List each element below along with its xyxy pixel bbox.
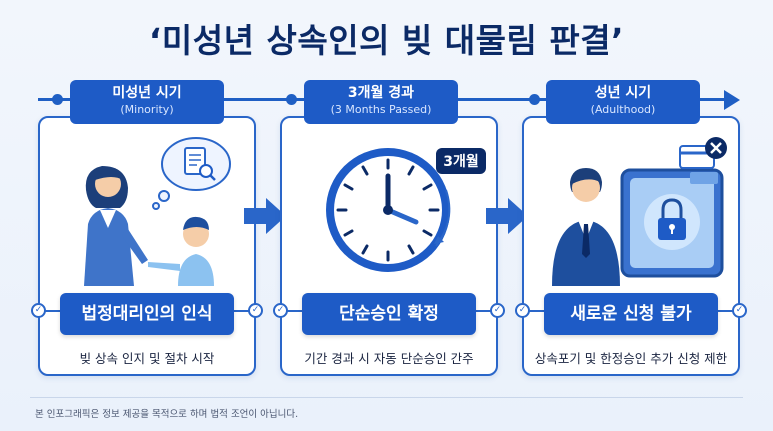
phase-tag-3-months: 3개월 경과 (3 Months Passed) bbox=[304, 80, 458, 124]
check-icon: ✓ bbox=[248, 303, 263, 318]
safe-icon bbox=[620, 168, 724, 278]
timeline-dot bbox=[286, 94, 297, 105]
close-icon bbox=[705, 137, 727, 159]
clock-icon bbox=[326, 148, 451, 272]
phase-description: 빚 상속 인지 및 절차 시작 bbox=[79, 351, 215, 366]
timeline-arrowhead bbox=[724, 90, 740, 110]
check-icon: ✓ bbox=[490, 303, 505, 318]
page-title: ‘미성년 상속인의 빚 대물림 판결’ bbox=[148, 21, 625, 60]
phase-panel-adulthood: ✓ ✓ 새로운 신청 불가 상속포기 및 한정승인 추가 신청 제한 bbox=[515, 116, 747, 376]
check-icon: ✓ bbox=[515, 303, 530, 318]
phase-tag-adulthood: 성년 시기 (Adulthood) bbox=[546, 80, 700, 124]
phase-tag-minority: 미성년 시기 (Minority) bbox=[70, 80, 224, 124]
phase-description: 기간 경과 시 자동 단순승인 간주 bbox=[304, 351, 474, 366]
card-icon bbox=[679, 145, 718, 184]
disclaimer-footnote: 본 인포그래픽은 정보 제공을 목적으로 하며 법적 조언이 아닙니다. bbox=[35, 409, 299, 420]
check-icon: ✓ bbox=[732, 303, 747, 318]
timeline-dot bbox=[529, 94, 540, 105]
phase-label: 성년 시기 bbox=[594, 85, 652, 101]
phase-result-label: 법정대리인의 인식 bbox=[60, 293, 234, 335]
phase-panel-3-months: 3개월 ✓ ✓ 단순승인 확정 기간 경과 시 자동 단순승인 간주 bbox=[273, 116, 505, 376]
phase-sublabel: (Adulthood) bbox=[590, 103, 656, 116]
phase-label: 미성년 시기 bbox=[112, 85, 182, 101]
guardian-figure bbox=[84, 166, 148, 286]
guardian-child-illustration bbox=[84, 137, 231, 286]
adult-figure bbox=[552, 168, 620, 286]
clock-badge-text: 3개월 bbox=[443, 153, 479, 170]
footer-divider bbox=[30, 397, 743, 398]
phase-result-label: 단순승인 확정 bbox=[302, 293, 476, 335]
right-arrow-icon bbox=[244, 198, 286, 234]
check-icon: ✓ bbox=[31, 303, 46, 318]
child-figure bbox=[148, 216, 214, 286]
timeline-dot bbox=[52, 94, 63, 105]
phase-sublabel: (Minority) bbox=[120, 103, 174, 116]
adult-safe-illustration bbox=[552, 137, 727, 286]
clock-badge: 3개월 bbox=[436, 148, 486, 174]
phase-panel-minority: ✓ ✓ 법정대리인의 인식 빚 상속 인지 및 절차 시작 bbox=[31, 116, 263, 376]
thought-bubble-icon bbox=[152, 137, 231, 210]
phase-sublabel: (3 Months Passed) bbox=[330, 103, 432, 116]
phase-label: 3개월 경과 bbox=[347, 85, 415, 101]
phase-description: 상속포기 및 한정승인 추가 신청 제한 bbox=[534, 351, 728, 366]
check-icon: ✓ bbox=[273, 303, 288, 318]
phase-result-label: 새로운 신청 불가 bbox=[544, 293, 718, 335]
right-arrow-icon bbox=[486, 198, 528, 234]
padlock-icon bbox=[658, 198, 686, 240]
clock-illustration: 3개월 bbox=[326, 148, 486, 272]
